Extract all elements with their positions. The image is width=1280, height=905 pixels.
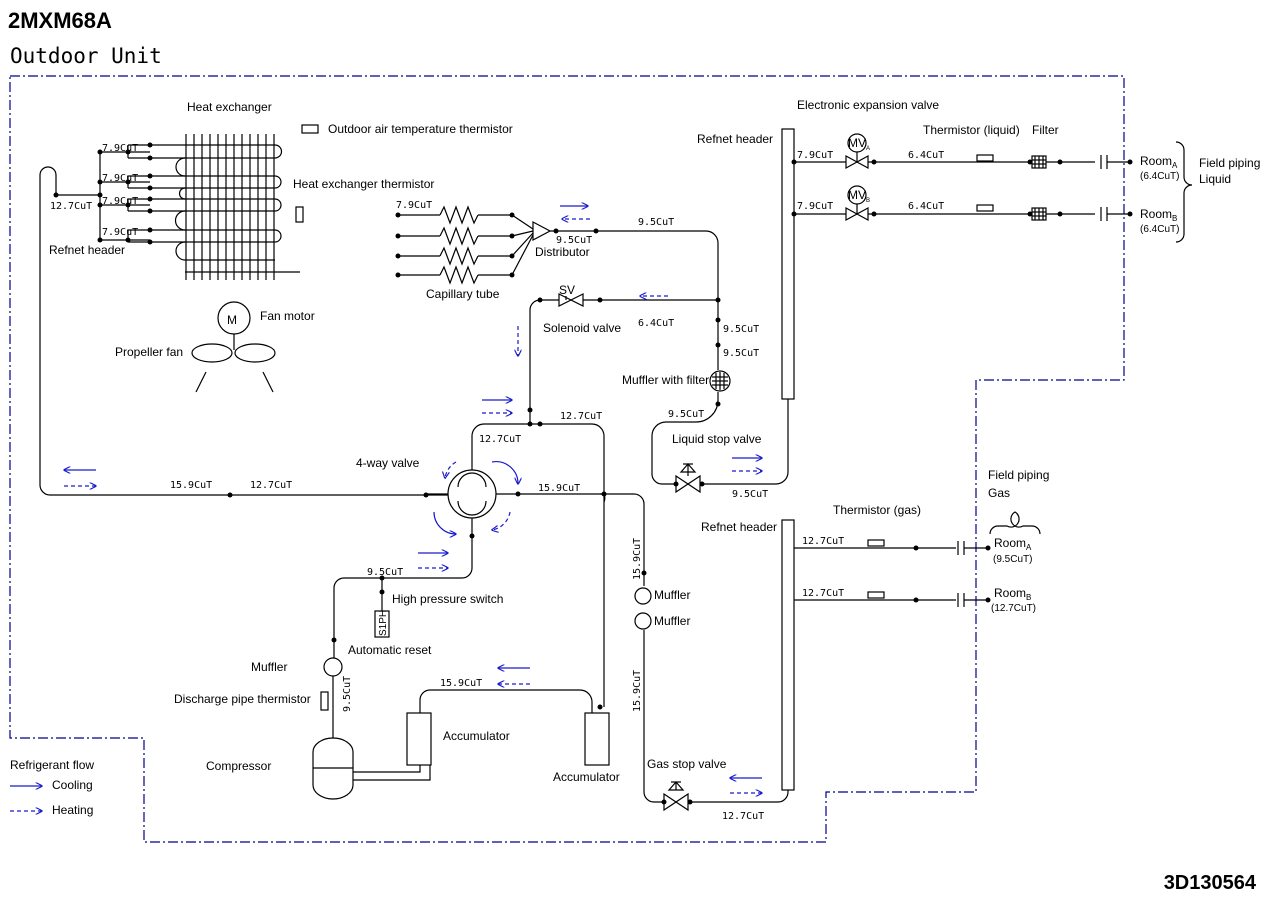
room-b-liquid: RoomB	[1140, 207, 1177, 223]
svg-text:12.7CuT: 12.7CuT	[722, 811, 764, 822]
refnet-header-liquid-label: Refnet header	[697, 132, 773, 146]
refrigerant-flow-legend: Refrigerant flow Cooling Heating	[10, 758, 94, 817]
room-b-gas: RoomB	[994, 586, 1031, 602]
room-a-gas-size: (9.5CuT)	[993, 554, 1032, 565]
svg-text:9.5CuT: 9.5CuT	[556, 235, 592, 246]
room-a-liquid: RoomA	[1140, 154, 1178, 170]
solenoid-valve-label: Solenoid valve	[543, 321, 621, 335]
svg-text:15.9CuT: 15.9CuT	[632, 670, 643, 712]
eev-label: Electronic expansion valve	[797, 98, 939, 112]
hps-symbol: S1PH	[378, 610, 389, 636]
flow-arrows	[10, 206, 762, 811]
field-piping-liquid-1: Field piping	[1199, 156, 1260, 170]
fan-motor-symbol: M	[227, 313, 237, 327]
field-piping-gas-2: Gas	[988, 486, 1010, 500]
svg-text:7.9CuT: 7.9CuT	[797, 201, 833, 212]
discharge-thermistor-label: Discharge pipe thermistor	[174, 692, 311, 706]
gas-stop-valve-label: Gas stop valve	[647, 757, 727, 771]
room-b-gas-size: (12.7CuT)	[991, 603, 1036, 614]
svg-text:12.7CuT: 12.7CuT	[802, 536, 844, 547]
svg-text:9.5CuT: 9.5CuT	[732, 489, 768, 500]
legend-title: Refrigerant flow	[10, 758, 94, 772]
unit-boundary	[9, 75, 1125, 843]
fan-motor-label: Fan motor	[260, 309, 315, 323]
svg-text:6.4CuT: 6.4CuT	[638, 318, 674, 329]
svg-text:12.7CuT: 12.7CuT	[250, 480, 292, 491]
svg-text:12.7CuT: 12.7CuT	[560, 411, 602, 422]
svg-text:12.7CuT: 12.7CuT	[479, 434, 521, 445]
compressor-label: Compressor	[206, 759, 271, 773]
mv-b-symbol: MVB	[848, 188, 870, 204]
svg-text:12.7CuT: 12.7CuT	[802, 588, 844, 599]
refnet-header-left-label: Refnet header	[49, 243, 125, 257]
drawing-number: 3D130564	[1163, 872, 1256, 894]
svg-text:7.9CuT: 7.9CuT	[797, 150, 833, 161]
svg-text:9.5CuT: 9.5CuT	[367, 567, 403, 578]
junction-dots	[53, 142, 1133, 805]
field-piping-liquid-2: Liquid	[1199, 172, 1231, 186]
svg-text:15.9CuT: 15.9CuT	[170, 480, 212, 491]
svg-text:15.9CuT: 15.9CuT	[440, 678, 482, 689]
svg-text:9.5CuT: 9.5CuT	[723, 324, 759, 335]
hx-thermistor-label: Heat exchanger thermistor	[293, 177, 434, 191]
field-piping-gas-1: Field piping	[988, 468, 1049, 482]
svg-text:6.4CuT: 6.4CuT	[908, 201, 944, 212]
unit-title: Outdoor Unit	[10, 44, 162, 68]
svg-text:9.5CuT: 9.5CuT	[668, 409, 704, 420]
accumulator-label-1: Accumulator	[443, 729, 510, 743]
component-labels: Heat exchanger Outdoor air temperature t…	[49, 98, 1059, 784]
liquid-stop-valve-label: Liquid stop valve	[672, 432, 762, 446]
svg-text:7.9CuT: 7.9CuT	[102, 173, 138, 184]
suction-muffler-label-2: Muffler	[654, 614, 690, 628]
svg-text:9.5CuT: 9.5CuT	[342, 676, 353, 712]
svg-text:12.7CuT: 12.7CuT	[50, 201, 92, 212]
svg-text:6.4CuT: 6.4CuT	[908, 150, 944, 161]
svg-text:15.9CuT: 15.9CuT	[538, 483, 580, 494]
suction-muffler-label-1: Muffler	[654, 588, 690, 602]
four-way-valve-label: 4-way valve	[356, 456, 420, 470]
sv-symbol: SV	[559, 283, 575, 297]
propeller-fan-label: Propeller fan	[115, 345, 183, 359]
model-name: 2MXM68A	[8, 8, 112, 33]
outdoor-air-thermistor-label: Outdoor air temperature thermistor	[328, 122, 513, 136]
field-piping-labels: RoomA (6.4CuT) RoomB (6.4CuT) Field pipi…	[988, 154, 1260, 614]
high-pressure-switch-label: High pressure switch	[392, 592, 503, 606]
svg-text:7.9CuT: 7.9CuT	[102, 143, 138, 154]
svg-text:9.5CuT: 9.5CuT	[723, 348, 759, 359]
pipe-size-labels: 7.9CuT 7.9CuT 7.9CuT 7.9CuT 12.7CuT 7.9C…	[50, 143, 944, 822]
room-a-liquid-size: (6.4CuT)	[1140, 171, 1179, 182]
room-a-gas: RoomA	[994, 536, 1032, 552]
room-b-liquid-size: (6.4CuT)	[1140, 224, 1179, 235]
muffler-with-filter-label: Muffler with filter	[622, 373, 709, 387]
svg-text:15.9CuT: 15.9CuT	[632, 538, 643, 580]
refnet-header-gas-label: Refnet header	[701, 520, 777, 534]
svg-text:7.9CuT: 7.9CuT	[102, 227, 138, 238]
legend-heating: Heating	[52, 803, 93, 817]
svg-text:9.5CuT: 9.5CuT	[638, 217, 674, 228]
thermistor-liquid-label: Thermistor (liquid)	[923, 123, 1020, 137]
capillary-tube-label: Capillary tube	[426, 287, 500, 301]
automatic-reset-label: Automatic reset	[348, 643, 432, 657]
mv-a-symbol: MVA	[848, 136, 870, 152]
filter-label: Filter	[1032, 123, 1059, 137]
distributor-label: Distributor	[535, 245, 590, 259]
accumulator-label-2: Accumulator	[553, 770, 620, 784]
svg-text:7.9CuT: 7.9CuT	[396, 200, 432, 211]
heat-exchanger-coil	[150, 134, 300, 280]
discharge-muffler-label: Muffler	[251, 660, 287, 674]
thermistor-gas-label: Thermistor (gas)	[833, 503, 921, 517]
svg-text:7.9CuT: 7.9CuT	[102, 196, 138, 207]
heat-exchanger-label: Heat exchanger	[187, 100, 272, 114]
legend-cooling: Cooling	[52, 778, 93, 792]
